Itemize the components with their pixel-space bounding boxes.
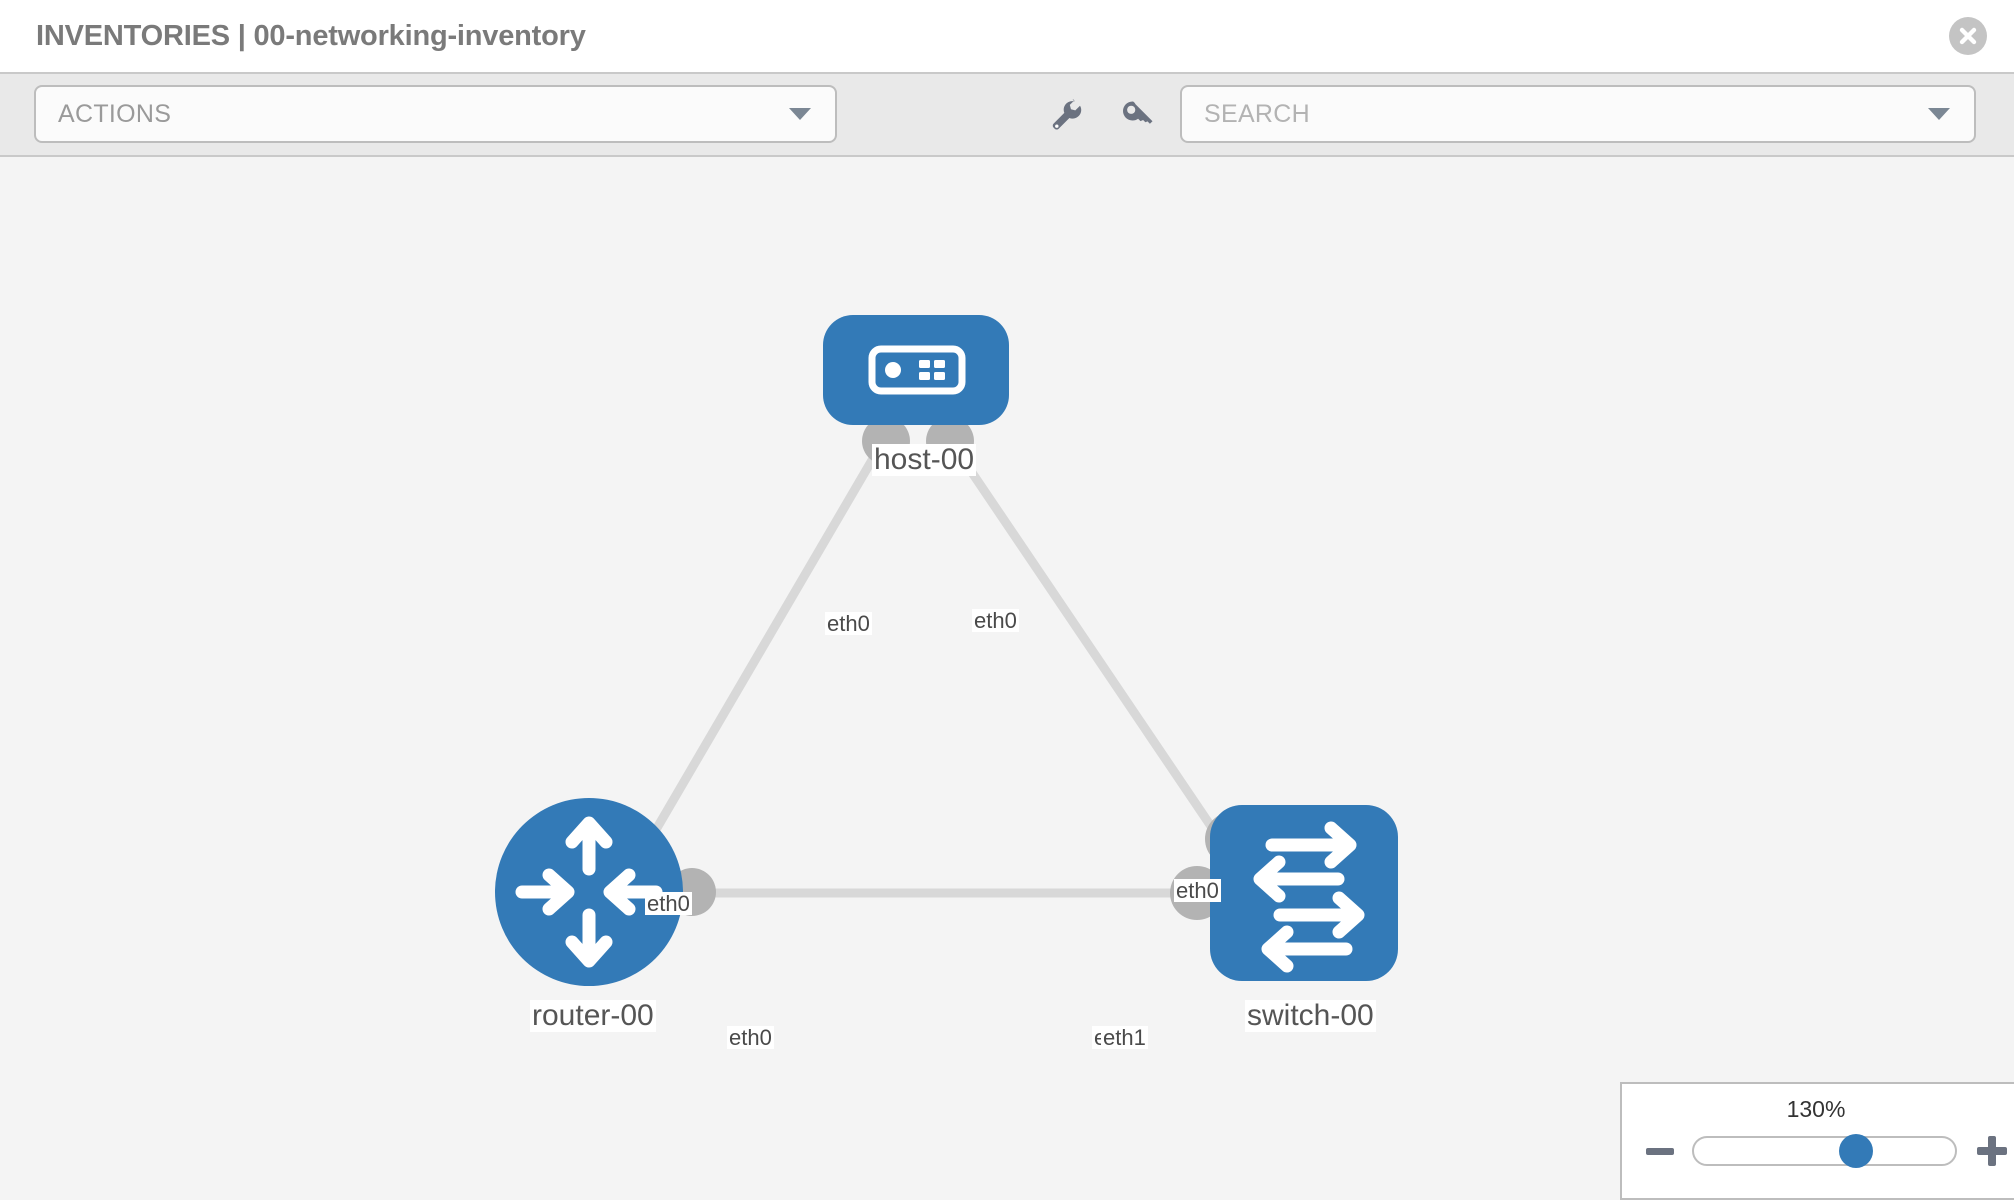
- toolbar: ACTIONS SEARCH: [0, 72, 2014, 157]
- zoom-percent-label: 130%: [1786, 1096, 1846, 1122]
- actions-dropdown-label: ACTIONS: [58, 99, 172, 128]
- chevron-down-icon: [789, 108, 811, 120]
- node-label-host-00: host-00: [872, 443, 977, 476]
- interface-label-host00-eth0-left: eth0: [825, 611, 872, 636]
- node-label-switch-00: switch-00: [1245, 999, 1376, 1032]
- zoom-slider-thumb[interactable]: [1838, 1134, 1873, 1168]
- node-switch-00[interactable]: [1210, 805, 1398, 981]
- node-router-00[interactable]: [495, 798, 683, 986]
- wrench-icon[interactable]: [1043, 92, 1089, 138]
- page-title: INVENTORIES | 00-networking-inventory: [36, 19, 586, 52]
- node-host-00[interactable]: [823, 315, 1009, 425]
- topology-graph: [495, 315, 1398, 986]
- close-icon[interactable]: [1949, 17, 1987, 55]
- zoom-control-panel: 130%: [1620, 1082, 2014, 1200]
- interface-label-switch00-eth1: eth1: [1101, 1025, 1148, 1050]
- key-icon[interactable]: [1113, 92, 1159, 138]
- zoom-slider-row: [1622, 1134, 2014, 1168]
- interface-connectors: [668, 417, 1259, 920]
- interface-label-host00-eth0-right: eth0: [972, 608, 1019, 633]
- switch-arrows-icon: [1253, 821, 1365, 973]
- edge-host00-router00: [635, 438, 887, 862]
- chevron-down-icon: [1928, 108, 1950, 120]
- plus-icon[interactable]: [1977, 1136, 2007, 1166]
- interface-label-router00-eth0: eth0: [727, 1025, 774, 1050]
- search-input[interactable]: SEARCH: [1180, 85, 1976, 143]
- search-placeholder: SEARCH: [1204, 99, 1310, 128]
- minus-icon[interactable]: [1646, 1147, 1674, 1155]
- interface-label-switch00-eth0-top: eth0: [1174, 878, 1221, 903]
- interface-label-router00-eth0-up: eth0: [645, 891, 692, 916]
- node-label-router-00: router-00: [530, 999, 656, 1032]
- actions-dropdown[interactable]: ACTIONS: [34, 85, 837, 143]
- topology-canvas[interactable]: host-00 router-00 switch-00 eth0 eth0 et…: [0, 157, 2014, 1200]
- server-icon: [868, 345, 966, 395]
- edge-host00-switch00: [947, 438, 1230, 852]
- zoom-slider[interactable]: [1692, 1134, 1957, 1168]
- page-header: INVENTORIES | 00-networking-inventory: [0, 0, 2014, 72]
- router-arrows-icon: [515, 816, 663, 968]
